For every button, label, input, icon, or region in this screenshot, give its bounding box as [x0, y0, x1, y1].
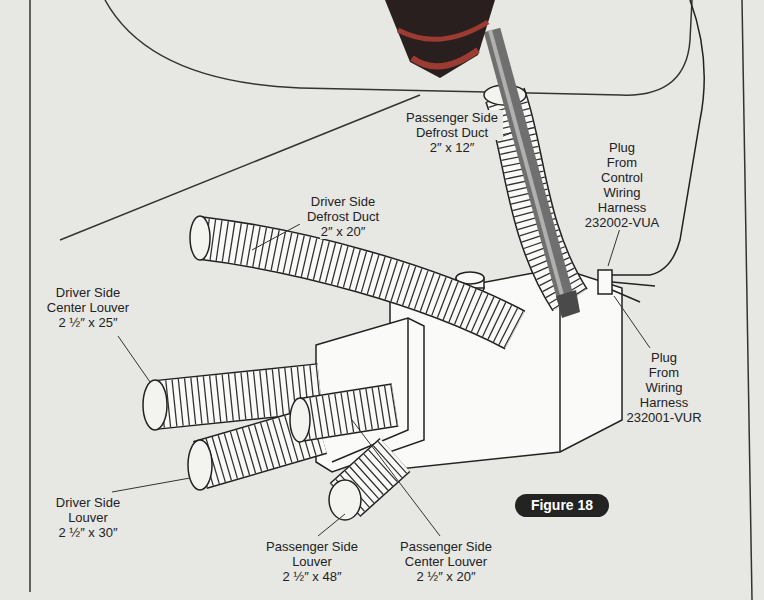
figure-number: Figure 18 [531, 497, 593, 513]
part-label: Driver Side Defrost Duct [296, 194, 390, 224]
dimension-label: 232002-VUA [584, 215, 660, 230]
part-label: Plug From Control Wiring Harness [593, 140, 651, 215]
dimension-label: 232001-VUR [625, 410, 702, 425]
dimension-label: 2″ x 20″ [320, 224, 367, 239]
dimension-label: 2 ½″ x 48″ [281, 569, 342, 584]
part-label: Driver Side Center Louver [39, 285, 137, 315]
part-label: Plug From Wiring Harness [635, 350, 693, 410]
figure-badge: Figure 18 [515, 494, 609, 517]
part-label: Passenger Side Defrost Duct [401, 110, 503, 140]
dimension-label: 2 ½″ x 30″ [57, 525, 118, 540]
part-label: Driver Side Louver [39, 495, 137, 525]
part-label: Passenger Side Center Louver [390, 539, 502, 569]
part-label: Passenger Side Louver [256, 539, 368, 569]
dimension-label: 2 ½″ x 20″ [415, 569, 476, 584]
dimension-label: 2″ x 12″ [429, 140, 476, 155]
dimension-label: 2 ½″ x 25″ [57, 315, 118, 330]
